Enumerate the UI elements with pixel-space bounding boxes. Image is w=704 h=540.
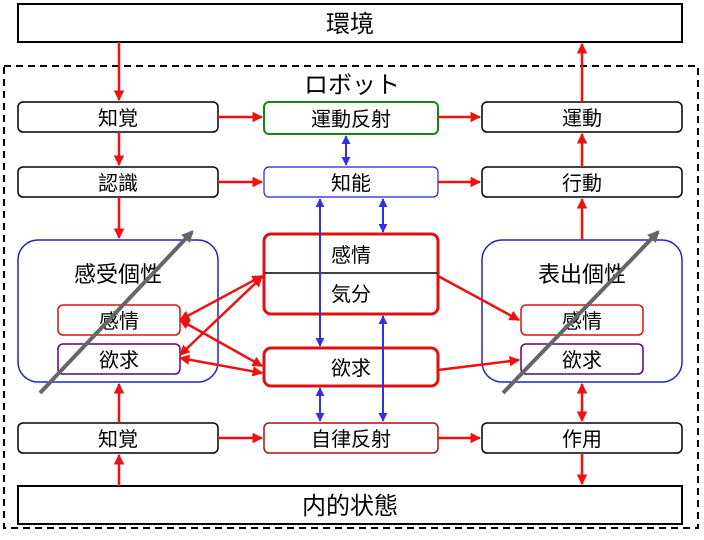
internal-state-box — [17, 485, 683, 525]
emotion-label: 感情 — [331, 243, 371, 267]
perception-top-label: 知覚 — [98, 106, 138, 130]
mood-label: 気分 — [331, 282, 371, 306]
expressive-emotion-box — [520, 304, 644, 336]
flow-arrows — [113, 42, 588, 486]
expressive-personality-arrow — [501, 230, 660, 395]
movement-label: 運動 — [562, 106, 602, 130]
sensory-personality-arrow — [38, 230, 194, 395]
personality-arrows — [38, 230, 660, 395]
expressive-desire-box — [520, 343, 644, 375]
arrow-sensory-desire-to-desire — [178, 354, 264, 377]
motor-reflex-label: 運動反射 — [311, 107, 391, 131]
recognition-label: 認識 — [98, 171, 138, 195]
link-arrows — [315, 135, 388, 422]
intelligence-label: 知能 — [331, 171, 371, 195]
effect-label: 作用 — [562, 427, 602, 451]
desire-label: 欲求 — [331, 356, 371, 380]
expressive-desire-label: 欲求 — [562, 348, 602, 372]
internal-state-label: 内的状態 — [302, 492, 398, 520]
robot-label: ロボット — [304, 71, 400, 99]
action-label: 行動 — [562, 171, 602, 195]
perception-bottom-label: 知覚 — [98, 427, 138, 451]
emotion-mood-box — [262, 232, 440, 316]
autonomic-reflex-label: 自律反射 — [311, 427, 391, 451]
robot-boundary — [3, 65, 699, 529]
environment-box — [17, 3, 683, 43]
arrow-mood-to-expressive-emotion — [437, 274, 520, 322]
sensory-personality-title: 感受個性 — [74, 263, 162, 288]
desire-box — [262, 346, 440, 388]
sensory-emotion-label: 感情 — [99, 309, 139, 333]
sensory-desire-label: 欲求 — [99, 348, 139, 372]
arrow-desire-to-expressive-desire — [437, 355, 521, 372]
environment-label: 環境 — [326, 10, 374, 38]
expressive-personality-title: 表出個性 — [538, 263, 626, 288]
